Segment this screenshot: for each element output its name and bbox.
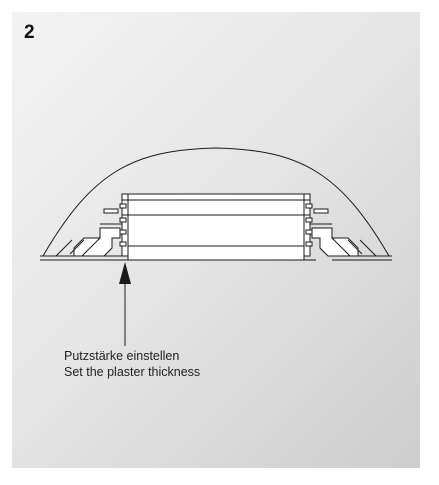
housing-notches-left (119, 203, 127, 247)
right-bracket (310, 208, 377, 257)
left-bracket (55, 208, 122, 257)
caption-line-german: Putzstärke einstellen (64, 349, 180, 363)
caption: Putzstärke einstellen Set the plaster th… (64, 348, 200, 380)
adjustment-ring (127, 245, 305, 261)
housing-notches-right (305, 203, 313, 247)
step-number: 2 (24, 22, 35, 43)
installation-diagram (40, 147, 392, 346)
caption-line-english: Set the plaster thickness (64, 365, 201, 379)
pointer-arrowhead (119, 262, 131, 284)
instruction-panel: 2 (12, 12, 420, 468)
dome-outline (42, 147, 390, 257)
